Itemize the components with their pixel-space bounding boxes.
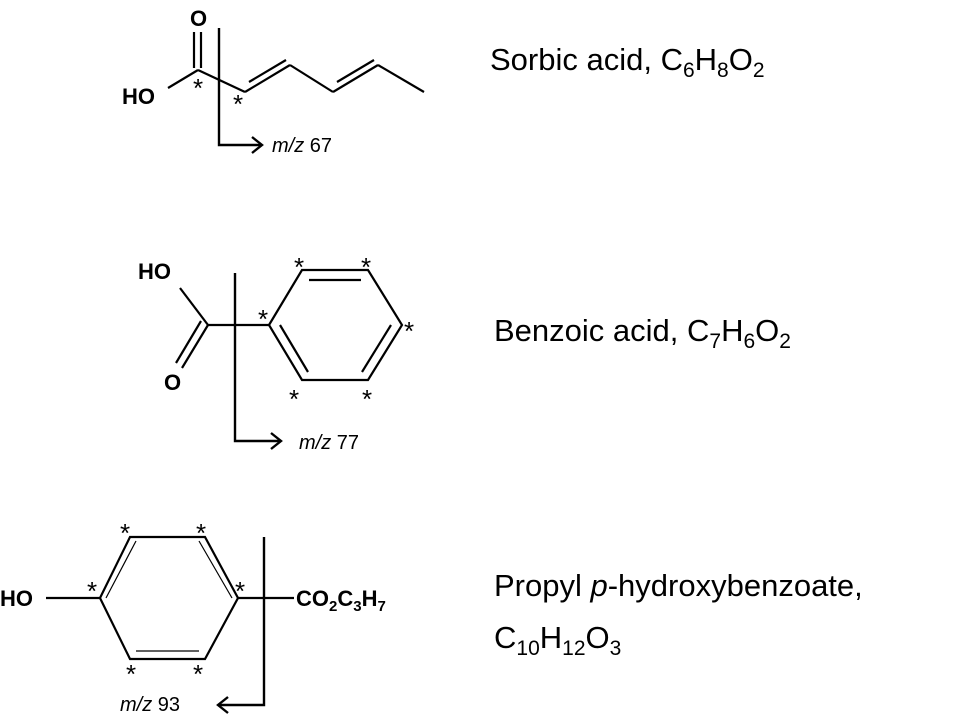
benzoic-cleavage-arrow [233,273,281,443]
paraben-cleavage-arrow [218,537,266,707]
sorbic-chain-bond-5 [377,64,425,93]
sorbic-fragment-label: m/z 67 [272,135,332,157]
paraben-name-line1: Propyl p-hydroxybenzoate, [494,568,863,603]
sorbic-cleavage-arrow [217,28,262,147]
paraben-fragment-label: m/z 93 [120,694,180,716]
benzoic-star-3: * [258,304,268,334]
sorbic-acid-name: Sorbic acid, C6H8O2 [490,42,765,82]
paraben-ring [98,535,240,661]
paraben-formula: C10H12O3 [494,620,621,660]
sorbic-acid-structure: O HO * * m/z 67 [122,6,425,157]
benzoic-ring-inner-2 [361,324,392,373]
paraben-star-5: * [126,659,136,689]
benzoic-carbonyl-oxygen: O [164,370,181,395]
benzoic-star-1: * [294,252,304,282]
sorbic-c-oh-bond [167,69,199,89]
sorbic-arrow-head [251,136,264,154]
benzoic-fragment-label: m/z 77 [299,432,359,454]
sorbic-chain-bond-2 [244,64,291,93]
benzoic-co-bond-a [181,324,209,369]
sorbic-chain-bond-1 [197,69,246,93]
benzoic-acid-name: Benzoic acid, C7H6O2 [494,313,791,353]
paraben-star-2: * [196,518,206,548]
paraben-ring-hollow-1 [105,540,137,599]
sorbic-chain-bond-3 [289,64,334,93]
sorbic-star-1: * [193,73,203,103]
paraben-arrow-head [216,696,229,714]
sorbic-chain-bond-2b [248,59,287,83]
benzoic-star-6: * [362,384,372,414]
paraben-star-1: * [120,518,130,548]
benzoic-hydroxyl: HO [138,259,171,284]
paraben-ester-group: CO2C3H7 [296,586,386,615]
benzoic-c-oh-bond [179,287,209,326]
sorbic-chain-bond-4 [332,64,379,93]
benzoic-star-5: * [289,384,299,414]
benzoic-star-2: * [361,252,371,282]
benzoic-ring [267,268,404,382]
sorbic-carbonyl-oxygen: O [190,6,207,31]
paraben-star-3: * [87,576,97,606]
benzoic-arrow-head [270,432,283,450]
paraben-hydroxyl: HO [0,586,33,611]
paraben-ring-hollow-2 [198,540,233,599]
benzoic-star-4: * [404,316,414,346]
benzoic-acid-structure: HO O * * * * * * m/z 77 [138,252,414,454]
sorbic-hydroxyl: HO [122,84,155,109]
propyl-hydroxybenzoate-structure: HO CO2C3H7 * * * * * * m/z 93 [0,518,386,716]
benzoic-ring-inner-3 [279,324,309,373]
paraben-star-4: * [235,576,245,606]
sorbic-chain-bond-4b [336,59,375,83]
paraben-star-6: * [193,659,203,689]
sorbic-star-2: * [233,89,243,119]
benzoic-co-bond-b [175,320,202,364]
